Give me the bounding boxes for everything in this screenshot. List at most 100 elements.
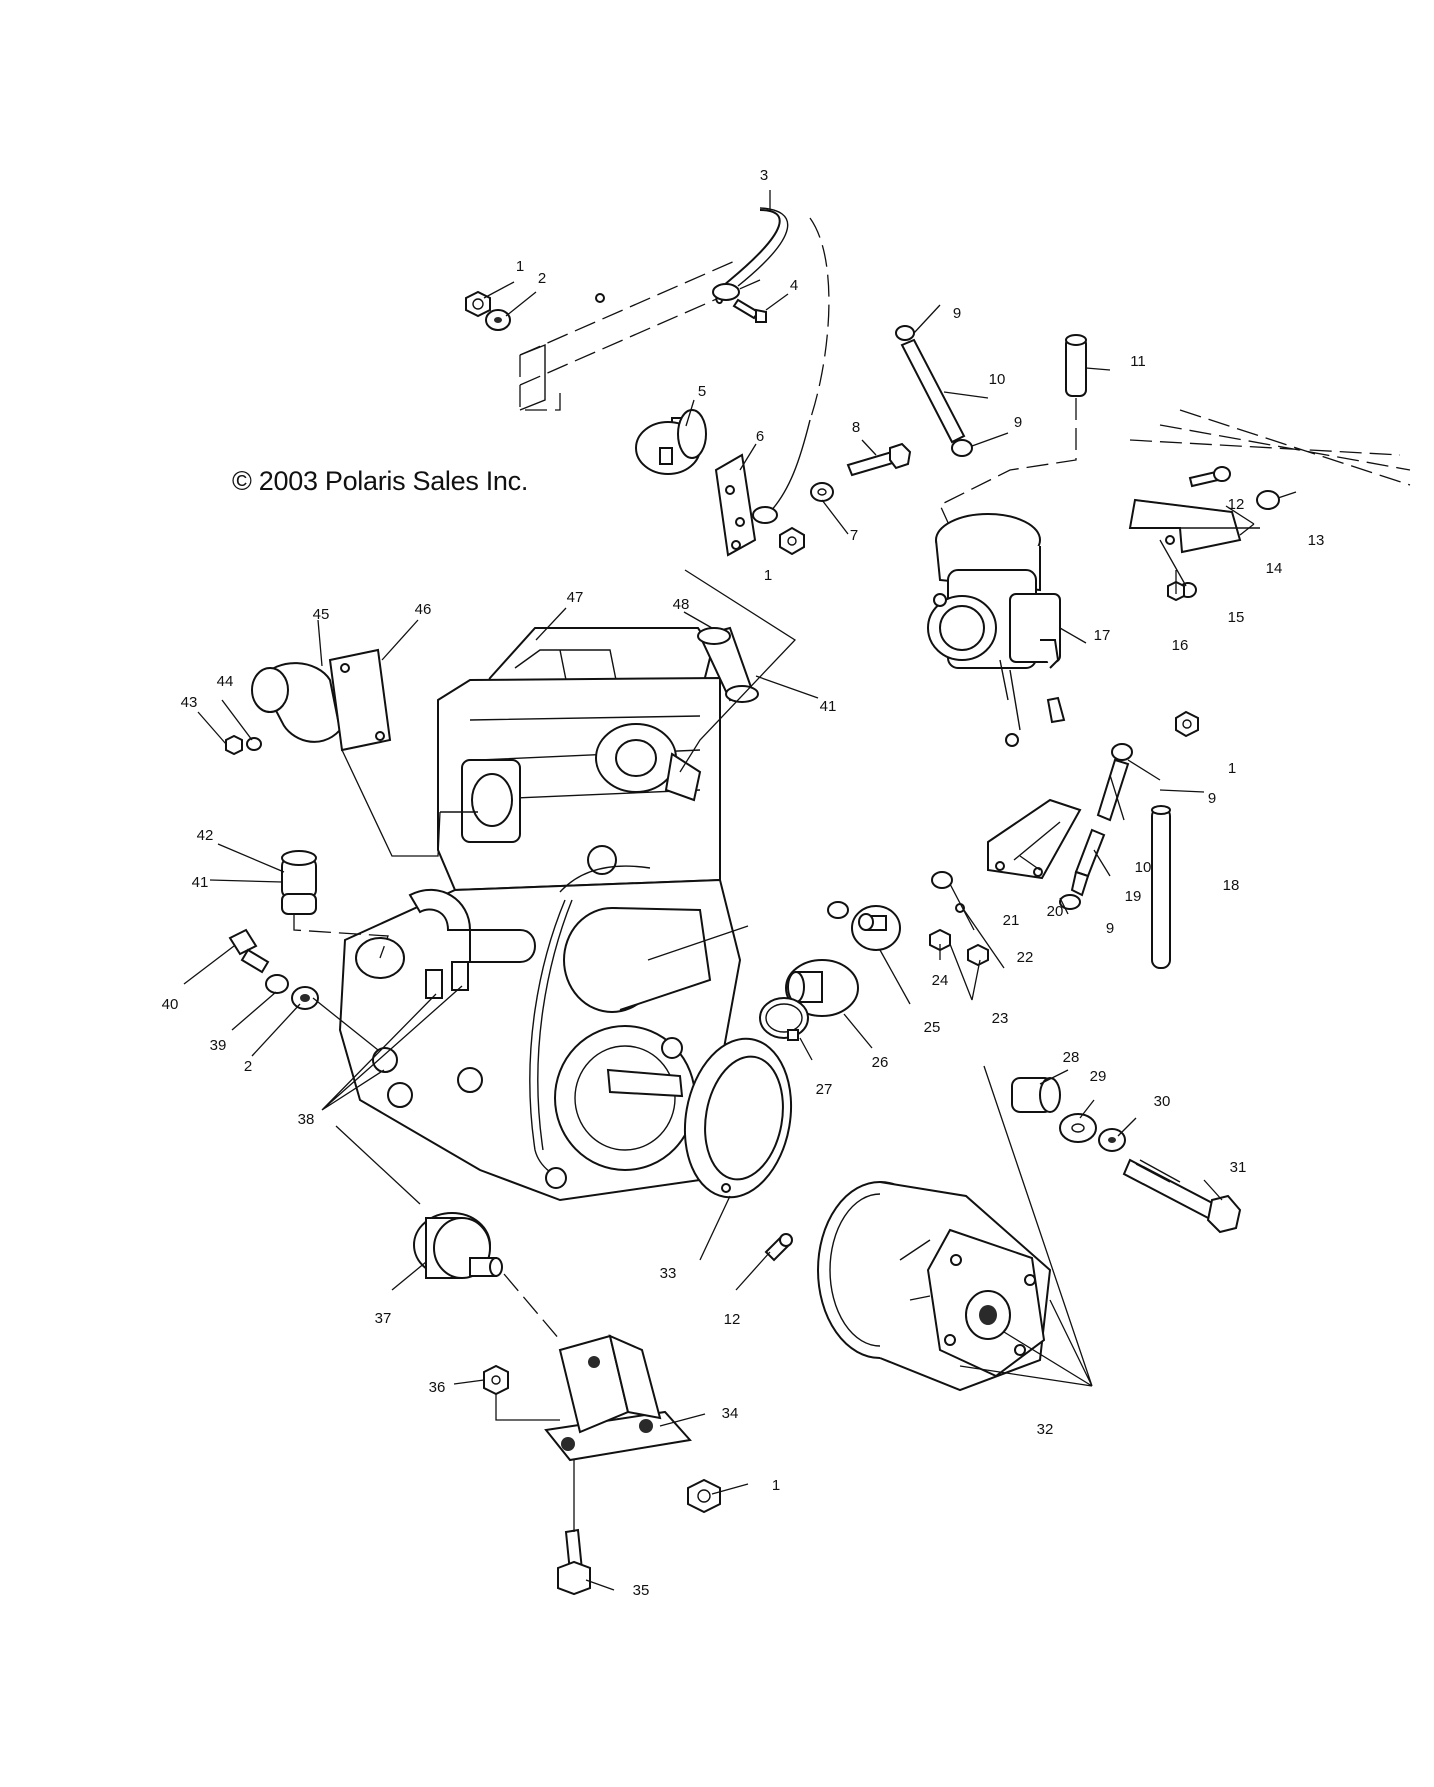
hose-clamp-27 <box>759 997 809 1041</box>
callout-48: 48 <box>673 596 690 613</box>
callout-14: 14 <box>1266 560 1283 577</box>
callout-31: 31 <box>1230 1159 1247 1176</box>
callout-41: 41 <box>820 698 837 715</box>
callout-9: 9 <box>1014 414 1022 431</box>
callout-11: 11 <box>1130 353 1146 370</box>
callout-18: 18 <box>1223 877 1240 894</box>
intake-boot-45 <box>251 662 342 743</box>
hose-48 <box>697 626 759 703</box>
engine-assembly <box>338 627 742 1202</box>
bolt-8 <box>846 442 912 477</box>
hose-clamp-9-lower <box>1111 743 1133 761</box>
vent-valve-19 <box>1070 828 1106 897</box>
fitting-13 <box>1256 490 1297 510</box>
callout-26: 26 <box>872 1054 889 1071</box>
callout-38: 38 <box>298 1111 315 1128</box>
callout-47: 47 <box>567 589 584 606</box>
elbow-42 <box>281 850 317 899</box>
drive-clutch-32 <box>817 1181 1052 1392</box>
hose-clamp-9-top <box>895 325 915 341</box>
washer-39 <box>265 974 289 994</box>
nut-43 <box>225 734 243 756</box>
bolt-31 <box>1122 1158 1242 1234</box>
callout-9: 9 <box>953 305 961 322</box>
callout-21: 21 <box>1003 912 1020 929</box>
plug-26 <box>785 959 859 1017</box>
callout-25: 25 <box>924 1019 941 1036</box>
callout-28: 28 <box>1063 1049 1080 1066</box>
spacer-28 <box>1011 1077 1061 1113</box>
callout-labels: 1 2 3 4 5 6 7 8 1 9 10 9 11 12 13 14 15 … <box>162 167 1325 1599</box>
callout-41: 41 <box>192 874 209 891</box>
callout-17: 17 <box>1094 627 1111 644</box>
callout-7: 7 <box>850 527 858 544</box>
callout-32: 32 <box>1037 1421 1054 1438</box>
hose-18 <box>1151 805 1171 969</box>
screw-12-lower <box>764 1233 793 1262</box>
washer-25 <box>827 901 849 919</box>
screw-12-top <box>1188 466 1231 488</box>
callout-46: 46 <box>415 601 432 618</box>
callout-10: 10 <box>1135 859 1152 876</box>
callout-42: 42 <box>197 827 214 844</box>
callout-12: 12 <box>1228 496 1245 513</box>
callout-29: 29 <box>1090 1068 1107 1085</box>
heat-shield-20 <box>987 798 1082 880</box>
callout-15: 15 <box>1228 609 1245 626</box>
callout-16: 16 <box>1172 637 1189 654</box>
ground-cable <box>712 207 830 524</box>
callout-19: 19 <box>1125 888 1142 905</box>
callout-20: 20 <box>1047 903 1064 920</box>
copyright-notice: © 2003 Polaris Sales Inc. <box>232 466 529 496</box>
carburetor-17 <box>927 513 1066 747</box>
rubber-mount-5 <box>635 409 707 475</box>
callout-1: 1 <box>764 567 772 584</box>
intake-flange-46 <box>328 648 392 752</box>
callout-22: 22 <box>1017 949 1034 966</box>
callout-4: 4 <box>790 277 798 294</box>
callout-13: 13 <box>1308 532 1325 549</box>
bracket-6 <box>714 453 757 557</box>
callout-40: 40 <box>162 996 179 1013</box>
callout-1: 1 <box>772 1477 780 1494</box>
callout-44: 44 <box>217 673 234 690</box>
callout-37: 37 <box>375 1310 392 1327</box>
callout-45: 45 <box>313 606 330 623</box>
banjo-bolt-40 <box>228 928 270 974</box>
callout-8: 8 <box>852 419 860 436</box>
callout-30: 30 <box>1154 1093 1171 1110</box>
callout-3: 3 <box>760 167 768 184</box>
washer-2-top <box>485 309 511 331</box>
lock-washer-30 <box>1098 1128 1126 1152</box>
nut-23 <box>967 943 989 967</box>
hose-clamp-9-bottom <box>1059 894 1081 910</box>
hose-clamp-9-mid <box>951 439 973 457</box>
washer-7 <box>810 482 834 502</box>
callout-9: 9 <box>1208 790 1216 807</box>
nut-1-top <box>465 290 491 318</box>
frame-rail-top <box>519 249 761 411</box>
callout-2: 2 <box>538 270 546 287</box>
bolt-4 <box>732 298 767 323</box>
callout-23: 23 <box>992 1010 1009 1027</box>
nut-36 <box>483 1364 509 1396</box>
callout-6: 6 <box>756 428 764 445</box>
plug-11 <box>1065 334 1087 397</box>
vent-tube-10-lower <box>1096 758 1130 822</box>
callout-34: 34 <box>722 1405 739 1422</box>
clamp-41-left <box>281 893 317 915</box>
nut-1-right <box>1175 710 1199 738</box>
callout-1: 1 <box>516 258 524 275</box>
leader-lines <box>183 190 1255 1591</box>
nut-1-bracket <box>779 526 805 556</box>
callout-39: 39 <box>210 1037 227 1054</box>
callout-33: 33 <box>660 1265 677 1282</box>
washer-44 <box>246 737 262 751</box>
callout-5: 5 <box>698 383 706 400</box>
callout-43: 43 <box>181 694 198 711</box>
callout-24: 24 <box>932 972 949 989</box>
washer-29 <box>1059 1113 1097 1143</box>
callout-9: 9 <box>1106 920 1114 937</box>
bolt-35 <box>557 1528 591 1596</box>
